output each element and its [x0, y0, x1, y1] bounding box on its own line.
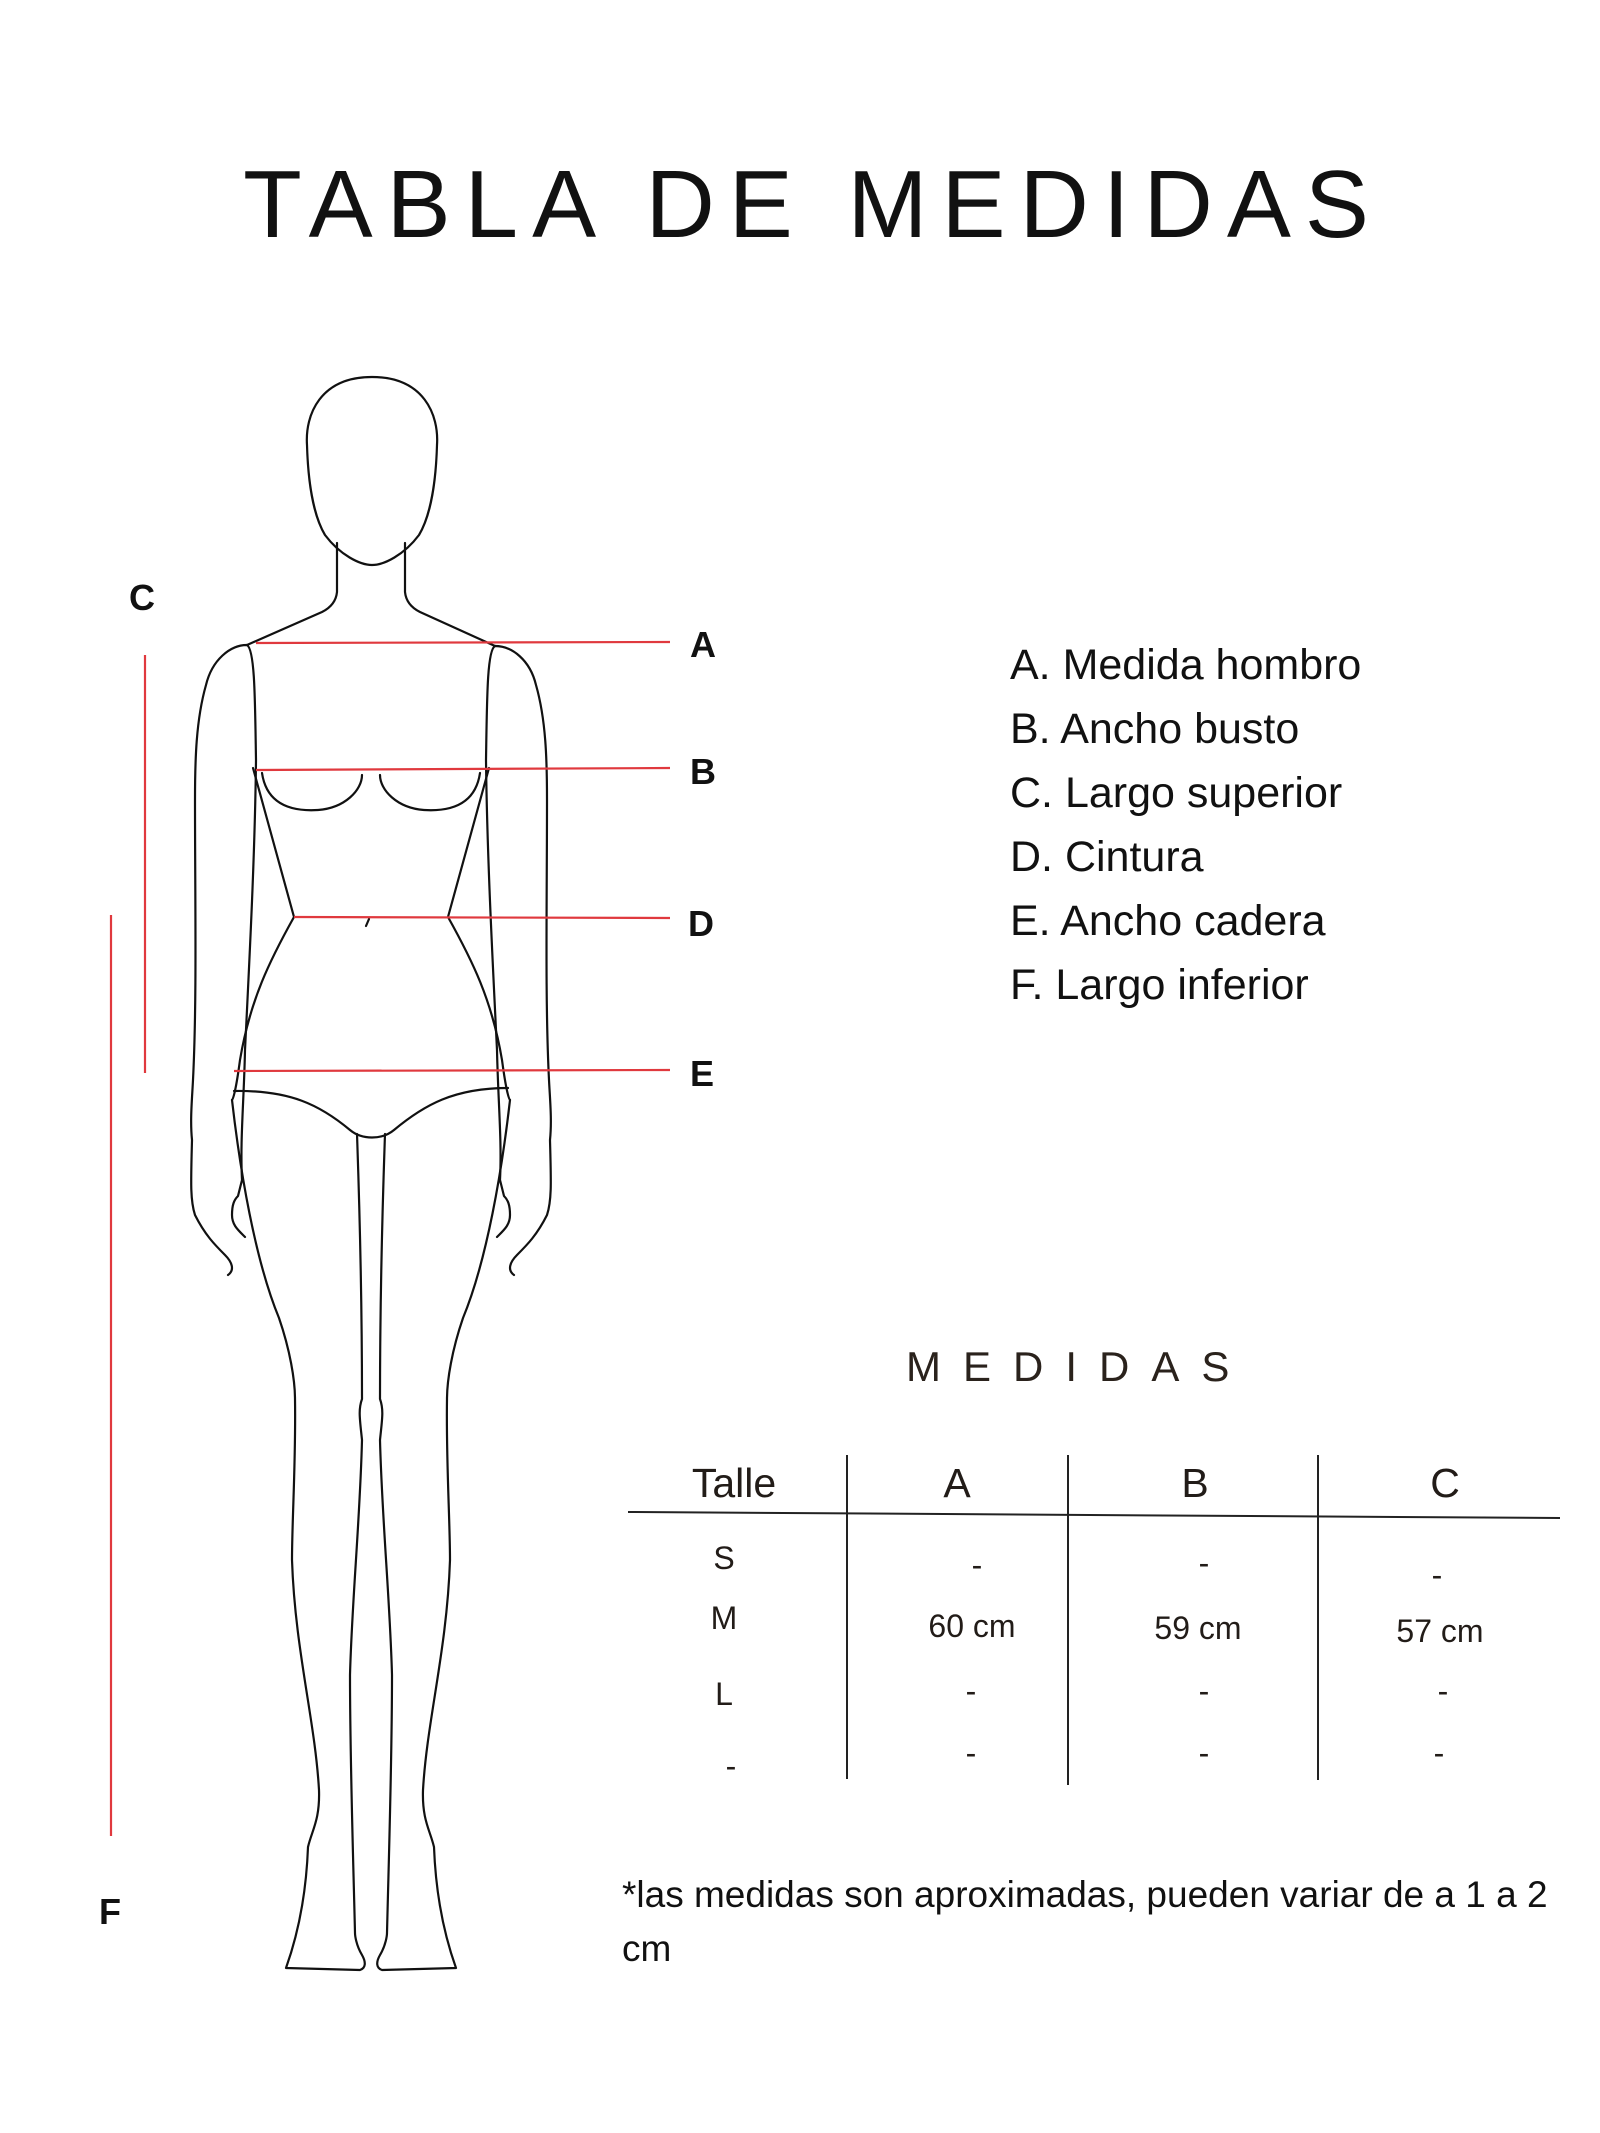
- cell-a: -: [971, 1547, 983, 1583]
- torso-left: [230, 766, 296, 1102]
- legend-item: B. Ancho busto: [1010, 705, 1300, 753]
- label-e: E: [690, 1053, 715, 1094]
- measure-line-b: [255, 766, 671, 772]
- right-arm: [484, 644, 552, 1277]
- cell-c: 57 cm: [1396, 1613, 1484, 1649]
- cell-size: S: [713, 1540, 735, 1576]
- legend-item: E. Ancho cadera: [1010, 897, 1326, 945]
- label-a: A: [690, 624, 716, 665]
- neck-right: [403, 541, 497, 648]
- label-f: F: [99, 1891, 121, 1932]
- measure-lines: [109, 640, 671, 1836]
- legend-item: F. Largo inferior: [1010, 961, 1309, 1009]
- cell-size: M: [710, 1600, 738, 1636]
- cell-a: 60 cm: [928, 1608, 1016, 1644]
- header-talle: Talle: [691, 1460, 777, 1506]
- neck-left: [245, 541, 339, 647]
- measure-line-e: [233, 1068, 671, 1073]
- header-c: C: [1430, 1460, 1460, 1506]
- legend-item: D. Cintura: [1010, 833, 1204, 881]
- torso-right: [446, 766, 512, 1102]
- cell-size: -: [725, 1748, 737, 1784]
- cell-b: 59 cm: [1154, 1610, 1242, 1646]
- page-title: TABLA DE MEDIDAS: [243, 151, 1383, 258]
- label-b: B: [690, 751, 716, 792]
- legend-item: A. Medida hombro: [1010, 641, 1362, 689]
- brief-line: [232, 1086, 510, 1139]
- cell-a: -: [965, 1673, 977, 1709]
- cell-b: -: [1198, 1545, 1210, 1581]
- measurement-legend: A. Medida hombro B. Ancho busto C. Largo…: [1010, 633, 1361, 1017]
- bust-right: [378, 771, 482, 812]
- head-outline: [305, 375, 439, 567]
- header-divider: [627, 1511, 1561, 1519]
- label-d: D: [688, 903, 714, 944]
- left-arm: [190, 643, 258, 1277]
- figure-outline: [190, 375, 552, 1972]
- cell-a: -: [965, 1735, 977, 1771]
- right-leg: [376, 1098, 512, 1972]
- legend-item: C. Largo superior: [1010, 769, 1343, 817]
- table-title: MEDIDAS: [906, 1343, 1252, 1390]
- header-a: A: [943, 1460, 971, 1506]
- cell-c: -: [1437, 1673, 1449, 1709]
- navel: [364, 917, 371, 928]
- header-b: B: [1181, 1460, 1209, 1506]
- cell-size: L: [715, 1676, 733, 1712]
- cell-c: -: [1433, 1735, 1445, 1771]
- cell-c: -: [1431, 1557, 1443, 1593]
- footnote: *las medidas son aproximadas, pueden var…: [622, 1874, 1548, 1969]
- cell-b: -: [1198, 1673, 1210, 1709]
- label-c: C: [129, 577, 155, 618]
- bust-left: [260, 771, 364, 812]
- measure-line-a: [255, 640, 671, 645]
- measure-line-d: [293, 915, 671, 920]
- left-leg: [230, 1098, 366, 1972]
- cell-b: -: [1198, 1735, 1210, 1771]
